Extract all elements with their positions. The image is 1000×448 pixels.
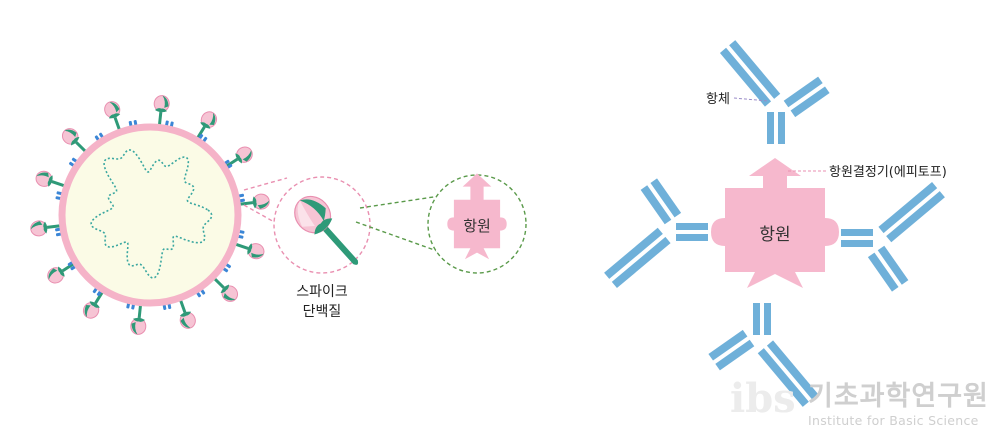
antigen-line-bottom [355,221,441,253]
ibs-logo-english: Institute for Basic Science [808,413,979,428]
spike [61,128,89,155]
spike [104,101,122,133]
zoom-line-top [243,177,288,191]
antigen-antibody-complex: 항원 [604,40,945,407]
antibody-label: 항체 [706,92,730,107]
spike [195,111,218,141]
antibody-bottom [708,303,819,407]
spike [47,261,77,284]
spike [232,241,265,260]
spike [178,297,196,329]
spike-protein-label-line2: 단백질 [303,304,342,320]
spike [82,289,105,319]
spike [35,170,68,189]
viral-rna-strand [90,149,213,279]
spike [130,302,147,335]
antigen-line-top [359,195,441,209]
antibody-pointer [733,97,769,102]
spike [237,193,270,210]
spike [30,220,63,237]
antigen-shape-large [711,158,839,288]
antigen-label-large: 항원 [759,225,790,245]
antigen-zoom: 항원 [427,173,527,274]
ibs-logo-korean: 기초과학연구원 [808,381,989,412]
spike [153,95,170,128]
spike-protein-icon [294,195,359,265]
antigen-label-small: 항원 [463,217,491,235]
spike [223,146,253,169]
ibs-logo-mark: ibs [730,375,796,422]
antibody-top [719,40,830,144]
epitope-label: 항원결정기(에피토프) [829,165,947,180]
antigen-shape-small [447,173,507,260]
spike-protein-zoom [273,176,371,274]
ibs-logo: ibs 기초과학연구원 Institute for Basic Science [730,375,989,428]
virus-spikes [30,95,270,335]
spike [211,275,239,302]
antibody-right [841,181,945,292]
virus-envelope [58,123,242,307]
antibodies [604,40,945,407]
spike-protein-label-line1: 스파이크 [296,284,348,300]
antibody-left [604,178,708,289]
virus-particle [30,95,270,335]
